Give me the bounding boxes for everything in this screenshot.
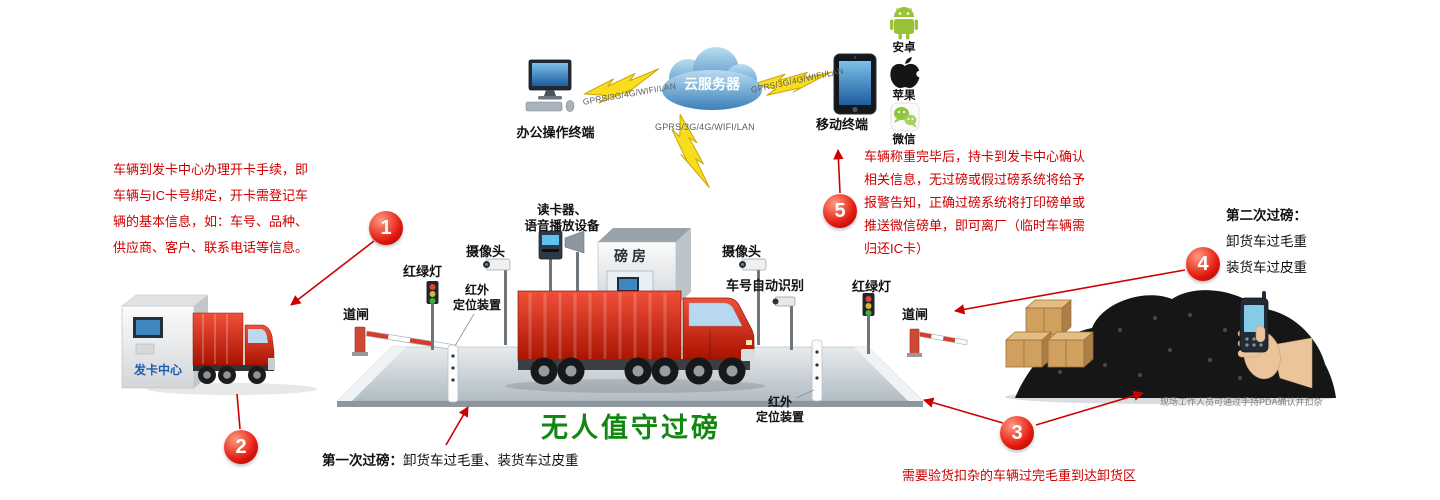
apple-icon: [890, 57, 923, 88]
card-reader-label: 读卡器、 语音播放设备: [524, 203, 600, 233]
cargo-boxes: [1005, 299, 1094, 368]
infrared-post-right: [795, 339, 823, 402]
apple-label: 苹果: [892, 90, 916, 102]
office-terminal-label: 办公操作终端: [516, 125, 595, 140]
network-label-center: GPRS/3G/4G/WIFI/LAN: [655, 122, 755, 132]
truck-on-scale: [505, 290, 765, 393]
wechat-label: 微信: [892, 134, 916, 146]
cloud-label: 云服务器: [684, 76, 740, 92]
card-center-label: 发卡中心: [133, 363, 182, 377]
camera-icon-left: [483, 258, 511, 345]
infrared-label-left: 红外 定位装置: [452, 283, 501, 312]
android-label: 安卓: [892, 42, 916, 54]
pda-note: 现场工作人员可通过手持PDA确认并扣杂: [1160, 397, 1323, 407]
step4-line1: 卸货车过毛重: [1226, 234, 1307, 249]
gate-label-right: 道闸: [902, 307, 929, 322]
hand-pda-icon: [1237, 291, 1313, 389]
infrared-label-right: 红外 定位装置: [755, 395, 804, 424]
step-circle-1: 1: [369, 211, 403, 245]
card-center-truck: [192, 312, 275, 384]
step-circle-4: 4: [1186, 247, 1220, 281]
step-circle-5: 5: [823, 194, 857, 228]
lightning-bolt-right: [753, 71, 833, 96]
traffic-light-label-right: 红绿灯: [852, 279, 892, 294]
infrared-post-left: [447, 313, 475, 403]
traffic-light-left: [426, 281, 439, 350]
step4-note: 第二次过磅： 卸货车过毛重 装货车过皮重: [1226, 203, 1307, 281]
camera-label-left: 摄像头: [466, 244, 506, 259]
step1-note: 车辆到发卡中心办理开卡手续，即车辆与IC卡号绑定，开卡需登记车辆的基本信息，如：…: [113, 162, 309, 255]
step-circle-2: 2: [224, 430, 258, 464]
traffic-light-right: [862, 293, 875, 354]
lightning-bolt-down: [671, 113, 710, 188]
camera-label-right: 摄像头: [722, 244, 762, 259]
step4-title: 第二次过磅：: [1226, 208, 1307, 223]
gate-label-left: 道闸: [343, 307, 370, 322]
android-icon: [890, 7, 918, 40]
connector-lines: [236, 148, 1186, 446]
step4-line2: 装货车过皮重: [1226, 260, 1307, 275]
diagram-title: 无人值守过磅: [541, 413, 721, 443]
cloud-icon: [662, 47, 762, 110]
step3-note: 需要验货扣杂的车辆过完毛重到达卸货区: [902, 468, 1137, 483]
camera-icon-right: [739, 258, 767, 345]
plate-camera-icon: [772, 296, 796, 350]
step2-title: 第一次过磅：: [322, 453, 403, 468]
step-circle-3: 3: [1000, 416, 1034, 450]
traffic-light-label-left: 红绿灯: [403, 264, 443, 279]
weigh-house-label: 磅 房: [614, 248, 646, 264]
step5-note: 车辆称重完毕后，持卡到发卡中心确认相关信息，无过磅或假过磅系统将给予报警告知，正…: [864, 149, 1086, 256]
step2-note: 第一次过磅：卸货车过毛重、装货车过皮重: [322, 449, 579, 469]
step2-text: 卸货车过毛重、装货车过皮重: [403, 453, 579, 468]
barrier-gate-right: [907, 328, 968, 357]
plate-recognition-label: 车号自动识别: [726, 278, 805, 293]
wechat-icon: [890, 102, 920, 132]
lightning-bolt-left: [583, 68, 660, 104]
tablet-icon: [833, 53, 877, 115]
mobile-terminal-label: 移动终端: [815, 117, 868, 132]
office-computer-icon: [525, 59, 575, 112]
